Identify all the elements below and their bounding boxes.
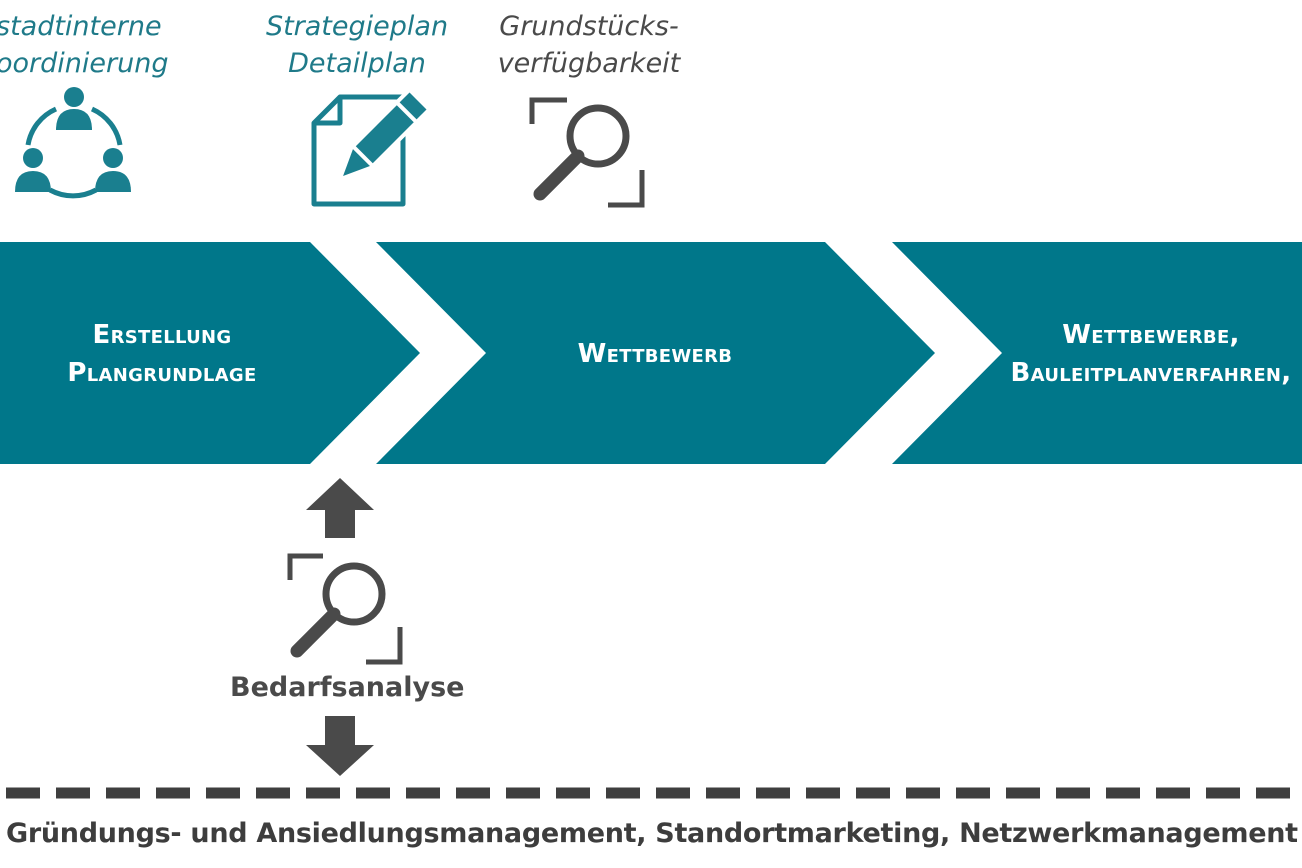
stage-3-line1: Wettbewerbe, bbox=[1062, 320, 1240, 350]
people-network-icon bbox=[15, 87, 131, 199]
label-plots-line1: Grundstücks- bbox=[499, 11, 679, 42]
magnifier-frame-icon bbox=[529, 97, 645, 208]
stage-chevron-2 bbox=[376, 242, 935, 464]
stage-chevron-3 bbox=[892, 242, 1302, 464]
label-plots: Grundstücks- verfügbarkeit bbox=[494, 8, 684, 82]
stage-chevron-1 bbox=[0, 242, 420, 464]
needs-analysis-label: Bedarfsanalyse bbox=[230, 672, 465, 703]
label-strategy: Strategieplan Detailplan bbox=[262, 8, 452, 82]
label-plots-line2: verfügbarkeit bbox=[497, 48, 681, 79]
stage-1-label: Erstellung Plangrundlage bbox=[22, 316, 302, 392]
stage-2-line1: Wettbewerb bbox=[577, 339, 733, 369]
stage-1-line2: Plangrundlage bbox=[67, 358, 257, 388]
label-strategy-line2: Detailplan bbox=[288, 48, 426, 79]
document-pencil-icon bbox=[311, 86, 433, 207]
stage-3-line2: Bauleitplanverfahren, bbox=[1010, 358, 1292, 388]
stage-2-label: Wettbewerb bbox=[510, 335, 800, 373]
stage-3-label: Wettbewerbe, Bauleitplanverfahren, bbox=[1000, 316, 1302, 392]
footer-text: Gründungs- und Ansiedlungsmanagement, St… bbox=[6, 818, 1298, 849]
magnifier-frame-icon bbox=[287, 553, 403, 665]
arrow-up-icon bbox=[306, 478, 374, 538]
label-coordination: stadtinterne oordinierung bbox=[0, 8, 168, 82]
label-strategy-line1: Strategieplan bbox=[265, 11, 449, 42]
arrow-down-icon bbox=[306, 716, 374, 776]
label-coordination-line1: stadtinterne bbox=[0, 11, 162, 42]
label-coordination-line2: oordinierung bbox=[0, 48, 169, 79]
stage-1-line1: Erstellung bbox=[92, 320, 232, 350]
